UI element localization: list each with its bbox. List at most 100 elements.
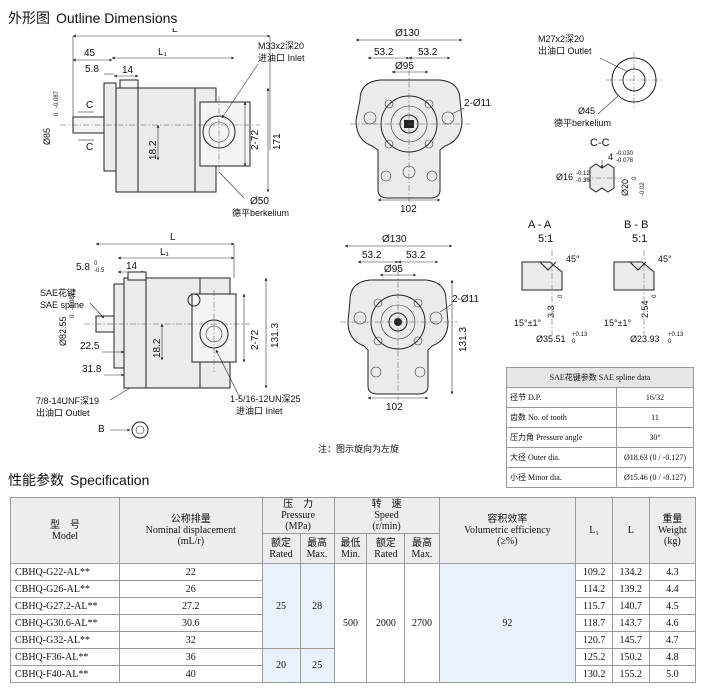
svg-text:-0.030: -0.030 (616, 151, 634, 157)
section-bb-title: B - B (624, 219, 648, 231)
speed-max: 2700 (404, 563, 440, 683)
bb-dia: Ø23.93 (630, 334, 660, 344)
outline-heading-cn: 外形图 (8, 10, 50, 26)
dim-53-2-a-top: 53.2 (374, 47, 394, 58)
svg-text:0: 0 (94, 261, 98, 267)
speed-min: 500 (333, 563, 368, 683)
section-aa-scale: 5:1 (538, 233, 553, 245)
spline-label-cn: SAE花键 (40, 287, 76, 298)
svg-text:-0.12: -0.12 (576, 171, 590, 177)
dim-18-2-top: 18.2 (148, 140, 159, 160)
dim-53-2-b-bottom: 53.2 (406, 250, 426, 261)
outlet-label-bottom: 出油口 Outlet (36, 407, 90, 418)
spline-table-header: SAE花键参数 SAE spline data (506, 367, 694, 388)
table-row: CBHQ-G26-AL** 26 114.2 139.2 4.4 (10, 580, 697, 598)
section-bb-scale: 5:1 (632, 233, 647, 245)
top-inlet-label: 进油口 Inlet (258, 52, 305, 63)
dim-2-72-top: 2-72 (250, 130, 261, 150)
outlet-label-2: 德平berkelium (554, 117, 611, 128)
inlet-thread-bottom: 1-5/16-12UN深25 (230, 394, 301, 404)
outline-drawing: L L₁ 45 5.8 14 M33x2深20 进油口 Inlet Ø85 0 … (36, 28, 684, 454)
section-c-mark: C (86, 100, 93, 111)
section-bb: B - B 5:1 45° 15°±1° 2.54 0 Ø23.93 +0.13… (604, 219, 684, 345)
cc-width: 4 (608, 152, 613, 162)
dim-shaft-85-tol: 0 (54, 112, 60, 116)
col-l1: L₁ (575, 497, 613, 564)
section-b-mark: B (98, 424, 105, 435)
aa-angle-45: 45° (566, 254, 580, 264)
section-cc: C-C 4 -0.030 -0.078 Ø16 -0.12 -0.36 Ø20 … (556, 137, 646, 196)
dim-53-2-b-top: 53.2 (418, 47, 438, 58)
svg-text:0: 0 (70, 314, 76, 318)
dim-L-bottom: L (170, 232, 176, 243)
spline-row: 小径 Minor dia.Ø15.46 (0 / -0.127) (506, 467, 694, 488)
dim-14-top: 14 (122, 65, 134, 76)
svg-text:0: 0 (668, 339, 672, 345)
aa-dia: Ø35.51 (536, 334, 566, 344)
top-inlet-thread: M33x2深20 (258, 41, 304, 51)
dim-14-bottom: 14 (126, 261, 138, 272)
outlet-thread: M27x2深20 (538, 34, 584, 44)
dim-95-bottom: Ø95 (384, 264, 403, 275)
bottom-side-view: L L₁ 5.8 0 -0.5 14 SAE花键 SAE spline Ø82.… (36, 232, 301, 439)
aa-depth: 3.3 (546, 305, 556, 318)
dim-131-3-side: 131.3 (270, 323, 281, 348)
bottom-front-view: Ø130 53.2 53.2 Ø95 2-Ø11 131.3 102 注：图示旋… (318, 234, 479, 454)
spline-row: 径节 D.P.16/32 (506, 387, 694, 408)
svg-text:-0.087: -0.087 (70, 292, 76, 310)
inlet-label-bottom: 进油口 Inlet (236, 405, 283, 416)
pressure-max-a: 28 (299, 563, 335, 649)
spline-row: 大径 Outer dia.Ø18.63 (0 / -0.127) (506, 447, 694, 468)
spec-heading-en: Specification (70, 472, 150, 488)
svg-text:-0.078: -0.078 (616, 158, 634, 164)
col-l: L (611, 497, 650, 564)
dim-shaft-82-55: Ø82.55 (58, 316, 68, 346)
svg-text:0: 0 (558, 294, 564, 298)
pressure-rated-a: 25 (261, 563, 301, 649)
holes-2-11-top: 2-Ø11 (464, 98, 491, 109)
dim-102-bottom: 102 (386, 402, 403, 413)
svg-text:+0.13: +0.13 (668, 332, 684, 338)
outlet-dia-45: Ø45 (578, 106, 595, 116)
cc-d16: Ø16 (556, 172, 573, 182)
table-row: CBHQ-G27.2-AL** 27.2 115.7 140.7 4.5 (10, 597, 697, 615)
dim-L1-top: L₁ (158, 47, 168, 58)
top-side-view: L L₁ 45 5.8 14 M33x2深20 进油口 Inlet Ø85 0 … (42, 28, 305, 218)
dim-22-5: 22.5 (80, 341, 100, 352)
table-row: CBHQ-G22-AL** 22 25 28 500 2000 2700 92 … (10, 563, 697, 683)
holes-2-11-bottom: 2-Ø11 (452, 294, 479, 305)
dim-53-2-a-bottom: 53.2 (362, 250, 382, 261)
dim-flange-50: Ø50 (250, 196, 269, 207)
svg-text:-0.5: -0.5 (94, 268, 105, 274)
svg-text:-0.36: -0.36 (576, 178, 590, 184)
outline-heading-en: Outline Dimensions (56, 10, 178, 26)
top-front-view: Ø130 53.2 53.2 Ø95 2-Ø11 102 (350, 28, 491, 215)
svg-text:0: 0 (652, 294, 658, 298)
table-row: CBHQ-G32-AL** 32 120.7 145.7 4.7 (10, 631, 697, 649)
dim-130-top: Ø130 (395, 28, 420, 39)
bb-angle-45: 45° (658, 254, 672, 264)
section-c-mark-2: C (86, 142, 93, 153)
svg-text:+0.13: +0.13 (572, 332, 588, 338)
dim-L-top: L (172, 28, 178, 35)
svg-text:-0.02: -0.02 (640, 182, 646, 196)
speed-rated: 2000 (366, 563, 406, 683)
volumetric-efficiency: 92 (438, 563, 577, 683)
dim-5-8-bottom: 5.8 (76, 262, 90, 273)
spline-data-table: SAE花键参数 SAE spline data 径节 D.P.16/32 齿数 … (506, 367, 694, 488)
dim-L1-bottom: L₁ (160, 247, 170, 258)
svg-text:0: 0 (572, 339, 576, 345)
dim-2-72-bottom: 2-72 (250, 330, 261, 350)
